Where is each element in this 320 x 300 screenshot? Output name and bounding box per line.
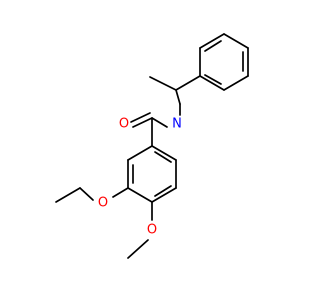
- bond: [204, 74, 222, 85]
- bond: [112, 187, 129, 198]
- bond: [199, 33, 225, 49]
- methoxy-oxygen-label: O: [147, 223, 157, 238]
- bond: [204, 40, 222, 52]
- carbonyl-oxygen-label: O: [119, 117, 129, 132]
- bond: [175, 75, 201, 91]
- bond: [127, 187, 153, 203]
- bond: [154, 185, 172, 197]
- bond: [223, 75, 249, 91]
- bond: [151, 145, 177, 161]
- bond: [151, 117, 168, 128]
- bond: [130, 112, 151, 123]
- bond: [55, 187, 81, 203]
- bond: [127, 239, 149, 259]
- structure-diagram: O N O O: [55, 33, 249, 259]
- bond: [199, 75, 225, 91]
- bond: [132, 117, 153, 128]
- bond: [151, 187, 177, 203]
- bond: [149, 76, 177, 91]
- bond: [223, 33, 249, 49]
- ethoxy-oxygen-label: O: [98, 196, 108, 211]
- bond: [127, 145, 153, 161]
- bond: [175, 89, 181, 105]
- molecule-drawing: O N O O: [55, 33, 249, 259]
- bond: [79, 187, 94, 201]
- amide-nitrogen-label: N: [172, 117, 182, 132]
- bond: [154, 151, 172, 163]
